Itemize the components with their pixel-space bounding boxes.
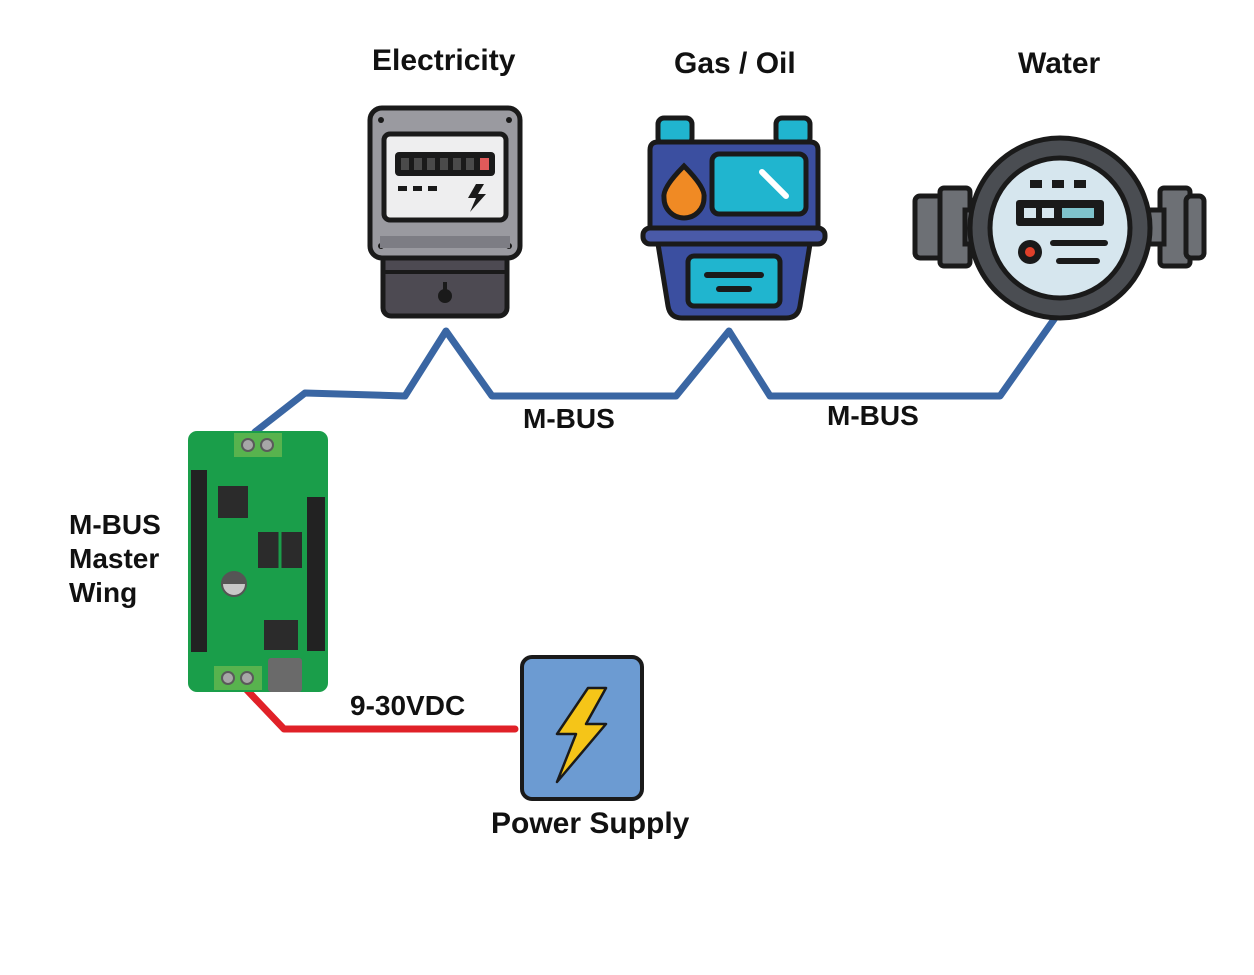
water-label: Water bbox=[1018, 47, 1101, 80]
gas-meter-icon bbox=[640, 115, 828, 321]
gas-label: Gas / Oil bbox=[674, 47, 796, 80]
board-label: M-BUS Master Wing bbox=[69, 508, 161, 610]
bus-label-1: M-BUS bbox=[523, 403, 615, 434]
board-label-line-1: M-BUS bbox=[69, 509, 161, 540]
power-supply-label: Power Supply bbox=[491, 807, 690, 840]
lightning-bolt-icon bbox=[555, 686, 608, 784]
electricity-label: Electricity bbox=[372, 44, 516, 77]
voltage-label: 9-30VDC bbox=[350, 690, 466, 721]
power-wire bbox=[241, 684, 519, 733]
board-label-line-2: Master bbox=[69, 543, 160, 574]
bus-label-2: M-BUS bbox=[827, 400, 919, 431]
water-meter-icon bbox=[912, 135, 1207, 321]
board-label-line-3: Wing bbox=[69, 577, 138, 608]
electricity-meter-icon bbox=[367, 105, 523, 319]
power-supply-box bbox=[520, 655, 644, 801]
mbus-master-wing-board bbox=[188, 431, 328, 692]
mbus-wire bbox=[251, 314, 1059, 436]
